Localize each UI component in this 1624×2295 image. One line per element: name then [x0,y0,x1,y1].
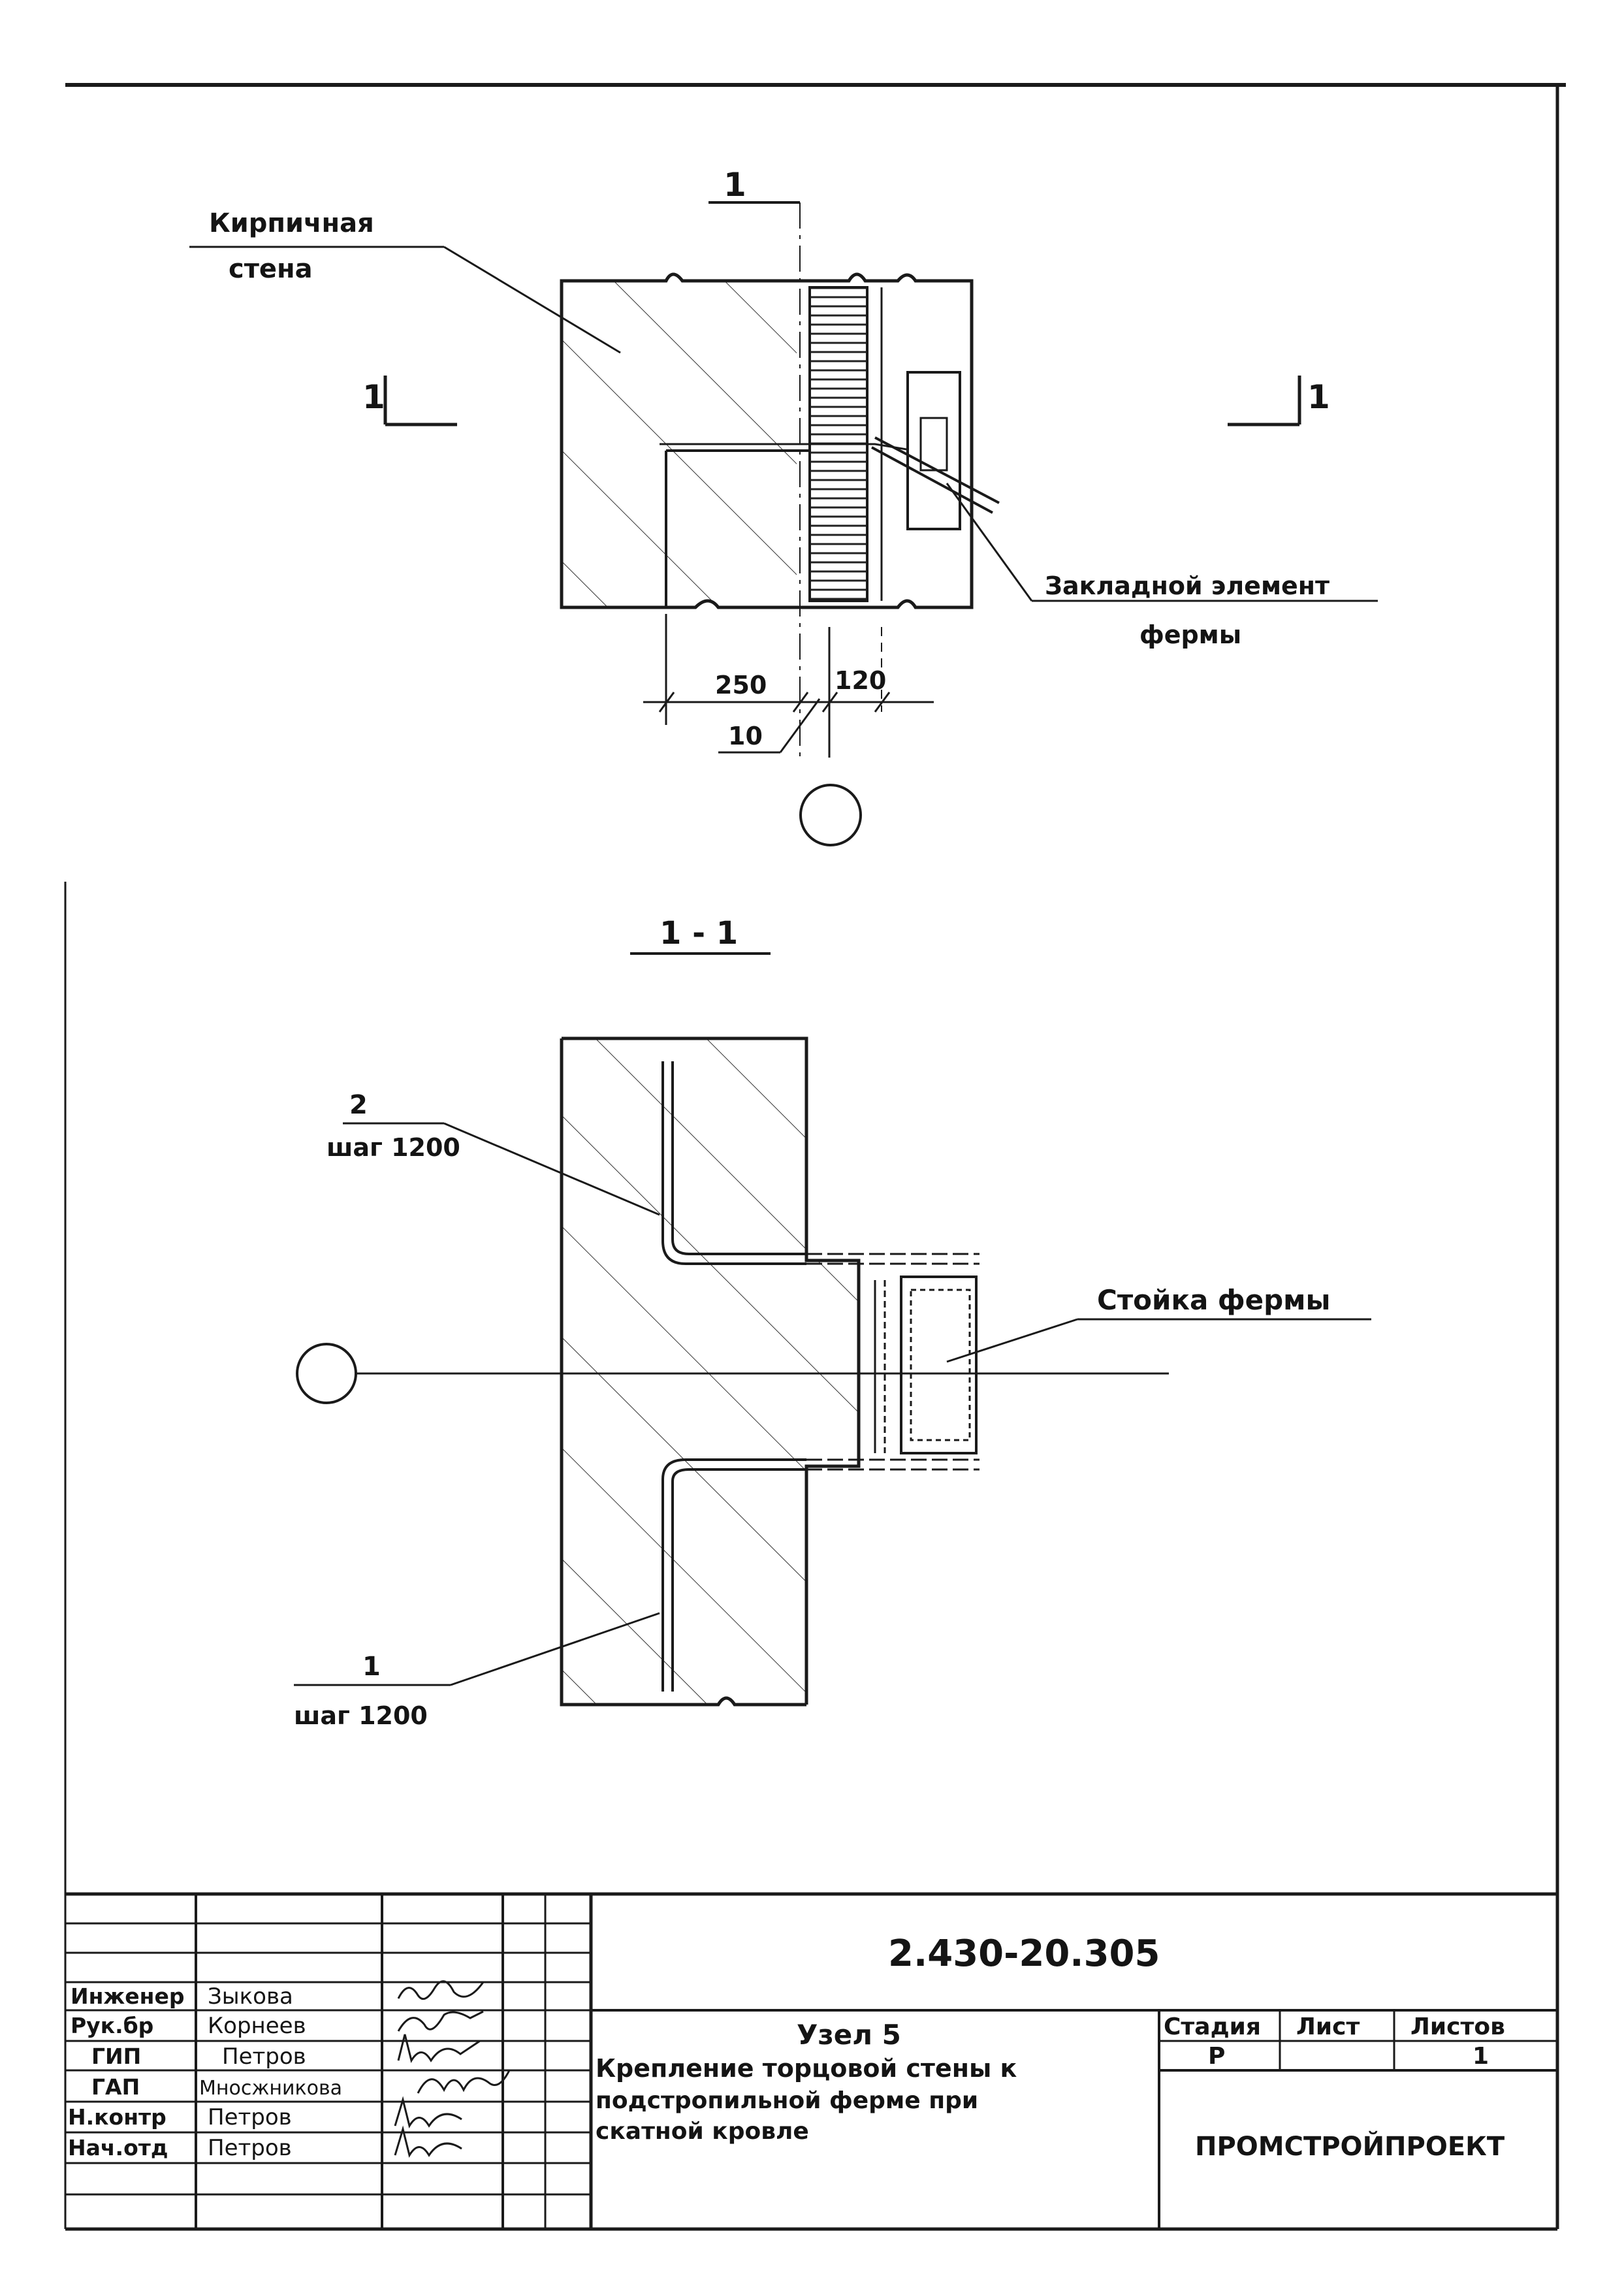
section-mark-left: 1 [362,378,385,416]
sheet-frame [64,83,1566,2231]
dim-10: 10 [728,722,763,750]
node-title: Узел 5 [797,2019,901,2051]
organization: ПРОМСТРОЙПРОЕКТ [1195,2130,1505,2162]
role-4: Н.контр [68,2104,167,2130]
sheets-value: 1 [1473,2043,1489,2070]
sheets-header: Листов [1410,2014,1505,2040]
section-title: 1 - 1 [660,915,738,952]
stage-header: Стадия [1164,2014,1261,2040]
sheet-header: Лист [1296,2014,1360,2040]
plan-view [189,201,1378,846]
rebar1-step: шаг 1200 [294,1701,428,1730]
signatures [394,1980,511,2158]
description-line-2: подстропильной ферме при [596,2087,978,2114]
rebar-1 [661,1458,806,1692]
name-2: Петров [222,2044,306,2070]
stage-value: Р [1208,2043,1225,2070]
doc-number: 2.430-20.305 [888,1933,1160,1975]
rebar2-mark: 2 [349,1090,368,1120]
role-5: Нач.отд [68,2135,168,2160]
name-0: Зыкова [208,1983,293,2010]
dim-250: 250 [715,671,767,699]
role-2: ГИП [91,2044,141,2069]
truss-post [900,1276,978,1454]
rebar2-step: шаг 1200 [326,1133,460,1162]
name-1: Корнеев [208,2013,306,2039]
dim-120: 120 [835,666,886,695]
rebar-2 [661,1061,806,1265]
role-0: Инженер [71,1983,184,2009]
section-mark-top: 1 [724,166,746,204]
axis-bubble-plan [799,784,862,846]
label-embed-line2: фермы [1139,620,1241,649]
embedded-element [906,371,961,530]
brick-wall-section [562,1038,859,1705]
section-mark-right: 1 [1307,378,1330,416]
label-wall-line2: стена [229,254,313,284]
label-embed-line1: Закладной элемент [1045,571,1329,600]
description-line-1: Крепление торцовой стены к [596,2054,1017,2083]
label-truss-post: Стойка фермы [1097,1284,1330,1316]
axis-bubble-section [296,1343,357,1404]
role-3: ГАП [91,2074,140,2100]
description-line-3: скатной кровле [596,2118,809,2145]
role-1: Рук.бр [71,2013,153,2038]
title-block [65,1892,1557,2229]
name-5: Петров [208,2135,292,2161]
name-3: Мносжникова [199,2077,342,2100]
label-wall-line1: Кирпичная [209,208,374,238]
rebar1-mark: 1 [362,1652,381,1682]
name-4: Петров [208,2104,292,2130]
section-view [294,952,1371,1707]
